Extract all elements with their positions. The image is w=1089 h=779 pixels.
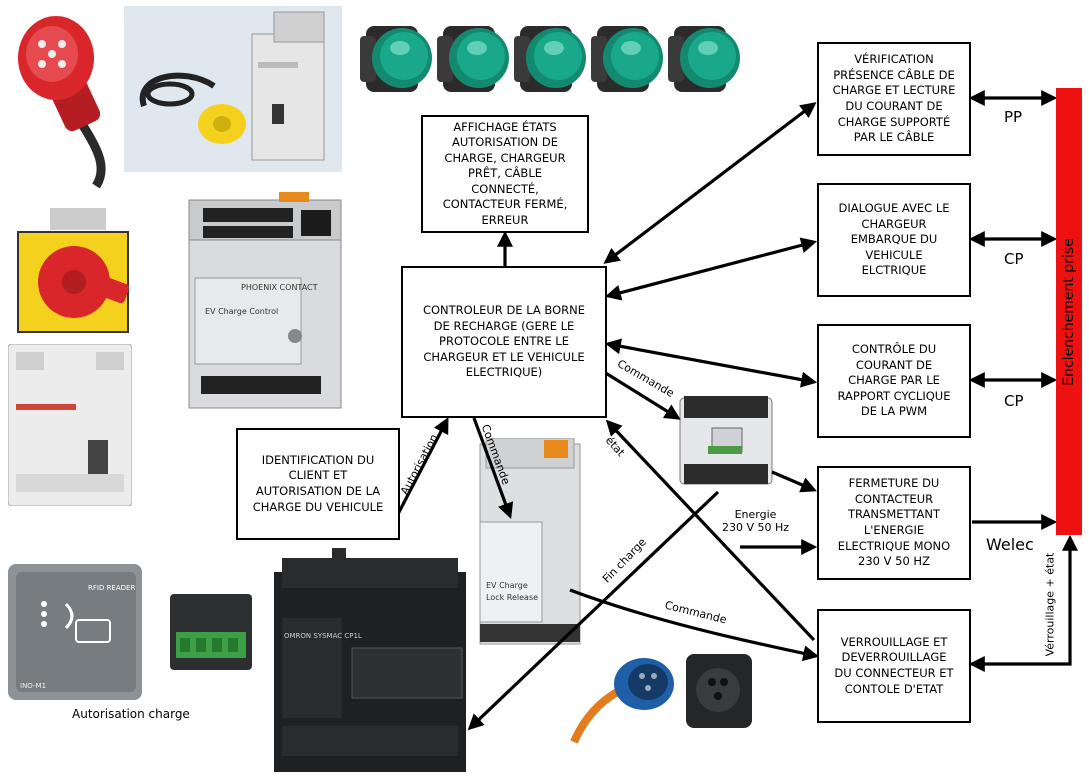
controleur-box: CONTROLEUR DE LA BORNE DE RECHARGE (GERE… xyxy=(401,266,607,418)
energie-label: Energie 230 V 50 Hz xyxy=(722,508,790,534)
controle-pwm-box: CONTRÔLE DU COURANT DE CHARGE PAR LE RAP… xyxy=(817,324,971,438)
affichage-etats-box: AFFICHAGE ÉTATS AUTORISATION DE CHARGE, … xyxy=(421,115,589,233)
rfid-model-label: INO-M1 xyxy=(20,682,46,690)
verrouillage-etat-label: Vérrouillage + état xyxy=(1043,552,1057,657)
isolator-switch-image xyxy=(17,208,130,333)
rfid-reader-image: RFID READER INO-M1 xyxy=(8,564,142,700)
ev-plugs-image xyxy=(570,654,752,744)
contactor-image xyxy=(679,396,773,485)
fermeture-contacteur-box: FERMETURE DU CONTACTEUR TRANSMETTANT L'E… xyxy=(817,466,971,580)
cp-label-2: CP xyxy=(1004,392,1024,410)
rfid-reader-label: RFID READER xyxy=(88,584,135,592)
rcd-image xyxy=(8,344,132,506)
current-sensor-image xyxy=(124,6,342,172)
autorisation-charge-caption: Autorisation charge xyxy=(72,707,190,721)
plc-image: OMRON SYSMAC CP1L xyxy=(274,548,466,772)
terminal-module-image xyxy=(170,594,252,670)
pp-label: PP xyxy=(1004,108,1023,126)
enclenchement-prise-label: Enclenchement prise xyxy=(1061,237,1077,386)
identification-box: IDENTIFICATION DU CLIENT ET AUTORISATION… xyxy=(236,428,400,540)
plc-brand-label: OMRON SYSMAC CP1L xyxy=(284,632,362,640)
dialogue-box: DIALOGUE AVEC LE CHARGEUR EMBARQUE DU VE… xyxy=(817,183,971,297)
enclenchement-prise-bar: Enclenchement prise xyxy=(1056,88,1082,535)
ev-charge-control-image: EV Charge Control PHOENIX CONTACT xyxy=(188,192,342,409)
cp-label-1: CP xyxy=(1004,250,1024,268)
phoenix-contact-label: PHOENIX CONTACT xyxy=(241,283,318,292)
verrouillage-box: VERROUILLAGE ET DEVERROUILLAGE DU CONNEC… xyxy=(817,609,971,723)
red-plug-image xyxy=(18,16,106,188)
welec-label: Welec xyxy=(986,535,1034,554)
ev-charge-control-label: EV Charge Control xyxy=(205,307,278,316)
verification-box: VÉRIFICATION PRÉSENCE CÂBLE DE CHARGE ET… xyxy=(817,42,971,156)
pilot-lights-image xyxy=(360,26,740,92)
